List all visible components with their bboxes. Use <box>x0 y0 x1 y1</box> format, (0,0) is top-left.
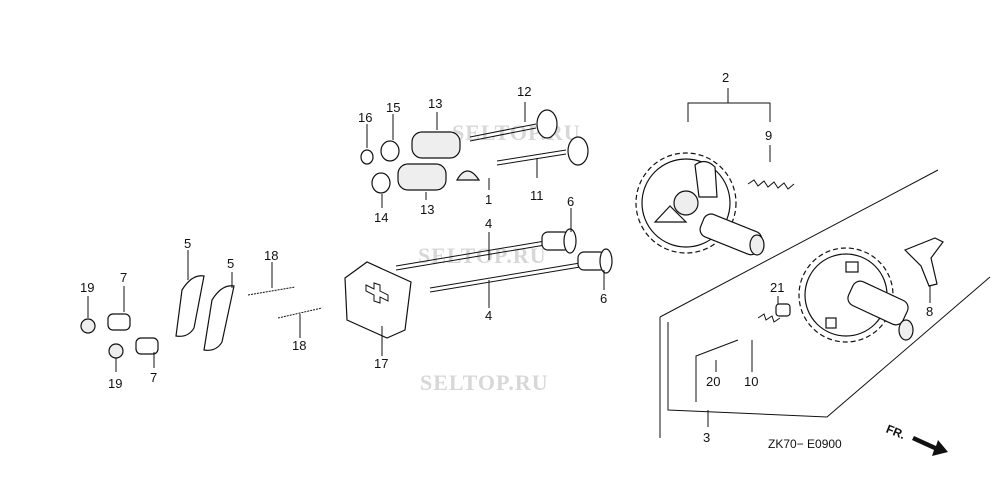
pin-rod <box>695 339 739 402</box>
pivot-bolt-lower <box>277 307 323 319</box>
push-rods <box>395 228 613 293</box>
leader-lines <box>87 88 931 372</box>
callout-14: 14 <box>374 210 388 225</box>
camshaft-assembly-frame <box>659 169 991 438</box>
collar <box>775 303 791 317</box>
callout-10: 10 <box>744 374 758 389</box>
callout-15: 15 <box>386 100 400 115</box>
callout-7-upper: 7 <box>120 270 127 285</box>
callout-13-lower: 13 <box>420 202 434 217</box>
push-rod-guide-plate <box>344 261 412 339</box>
callout-20: 20 <box>706 374 720 389</box>
callout-2: 2 <box>722 70 729 85</box>
callout-5-right: 5 <box>227 256 234 271</box>
callout-11: 11 <box>530 188 544 203</box>
cam-gear-lower <box>798 247 914 343</box>
callout-7-lower: 7 <box>150 370 157 385</box>
callout-6-upper: 6 <box>567 194 574 209</box>
callout-6-lower: 6 <box>600 291 607 306</box>
callout-13-upper: 13 <box>428 96 442 111</box>
callout-17: 17 <box>374 356 388 371</box>
callout-5-left: 5 <box>184 236 191 251</box>
front-label: FR. <box>884 422 907 442</box>
decompressor-weight <box>903 237 944 287</box>
callout-3: 3 <box>703 430 710 445</box>
decompressor-return-spring <box>757 313 781 323</box>
callout-19-upper: 19 <box>80 280 94 295</box>
nut-upper <box>80 318 96 334</box>
watermark-bottom: SELTOP.RU <box>420 370 549 395</box>
guide-plate-slot <box>365 282 389 304</box>
callout-4-upper: 4 <box>485 216 492 231</box>
rocker-arm-right <box>203 285 235 351</box>
valves <box>469 109 589 166</box>
callout-8: 8 <box>926 304 933 319</box>
pivot-bolt-upper <box>247 286 296 296</box>
callout-12: 12 <box>517 84 531 99</box>
front-arrow-icon <box>912 436 948 456</box>
callout-9: 9 <box>765 128 772 143</box>
callout-18-upper: 18 <box>264 248 278 263</box>
nut-lower <box>108 343 124 359</box>
callout-16: 16 <box>358 110 372 125</box>
cam-gear-upper <box>635 152 765 256</box>
callout-18-lower: 18 <box>292 338 306 353</box>
pivot-lower <box>135 337 159 355</box>
front-direction-indicator: FR. <box>884 422 948 456</box>
diagram-code: ZK70− E0900 <box>768 437 842 451</box>
pivot-upper <box>107 313 131 331</box>
callout-21: 21 <box>770 280 784 295</box>
decompressor-spring <box>747 179 795 190</box>
callout-1: 1 <box>485 192 492 207</box>
valve-springs <box>360 131 481 194</box>
callout-4-lower: 4 <box>485 308 492 323</box>
callout-19-lower: 19 <box>108 376 122 391</box>
rocker-arm-left <box>175 275 205 337</box>
